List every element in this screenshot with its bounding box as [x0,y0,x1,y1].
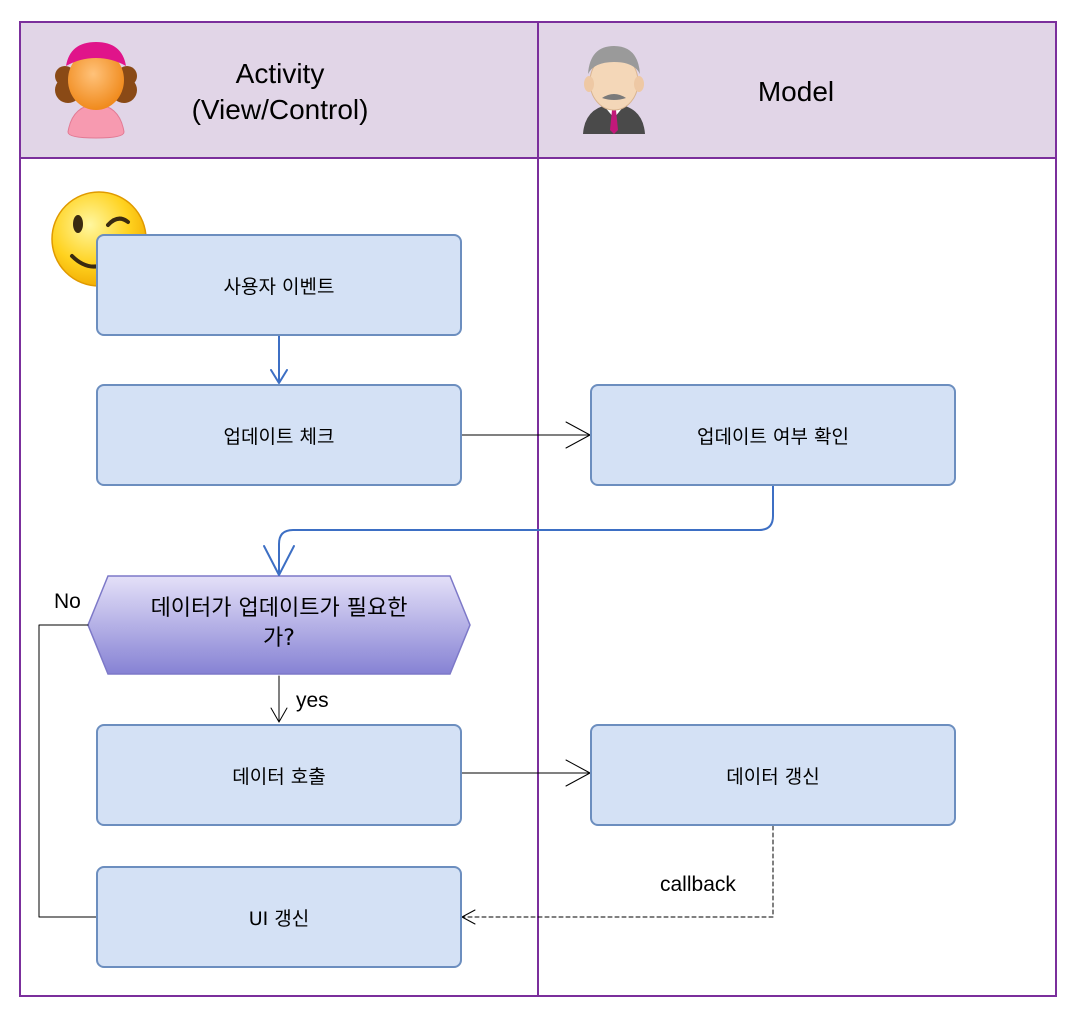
decision-node-label: 데이터가 업데이트가 필요한 가? [100,594,458,654]
girl-avatar-icon [55,42,137,139]
activity-lane-title-line2: (View/Control) [191,94,369,125]
update-check-node: 업데이트 체크 [96,384,462,486]
edge-decision-no [38,624,97,918]
activity-lane-title-line1: Activity [235,58,325,89]
update-check-label: 업데이트 체크 [223,425,335,448]
ui-refresh-node: UI 갱신 [96,866,462,968]
data-refresh-node: 데이터 갱신 [590,724,956,826]
user-event-label: 사용자 이벤트 [223,275,335,298]
data-call-node: 데이터 호출 [96,724,462,826]
edge-callback [462,825,774,918]
update-confirm-label: 업데이트 여부 확인 [697,425,849,448]
edge-callback-arrowhead [461,909,476,925]
callback-edge-label: callback [660,873,736,896]
no-edge-label: No [54,590,81,613]
user-event-node: 사용자 이벤트 [96,234,462,336]
businessman-avatar-icon [583,46,645,134]
update-confirm-node: 업데이트 여부 확인 [590,384,956,486]
edge-confirm-to-decision [278,485,774,575]
edge-confirm-to-decision-arrowhead [263,545,295,576]
yes-edge-label: yes [296,689,329,712]
decision-label-line2: 가? [263,626,295,651]
data-call-label: 데이터 호출 [232,765,326,788]
edge-decision-yes-arrowhead [270,707,288,723]
data-refresh-label: 데이터 갱신 [726,765,820,788]
edge-event-to-check-arrowhead [270,369,288,384]
ui-refresh-label: UI 갱신 [248,907,310,930]
decision-label-line1: 데이터가 업데이트가 필요한 [150,596,408,621]
activity-lane-title: Activity (View/Control) [140,56,420,128]
model-lane-title: Model [757,76,835,107]
